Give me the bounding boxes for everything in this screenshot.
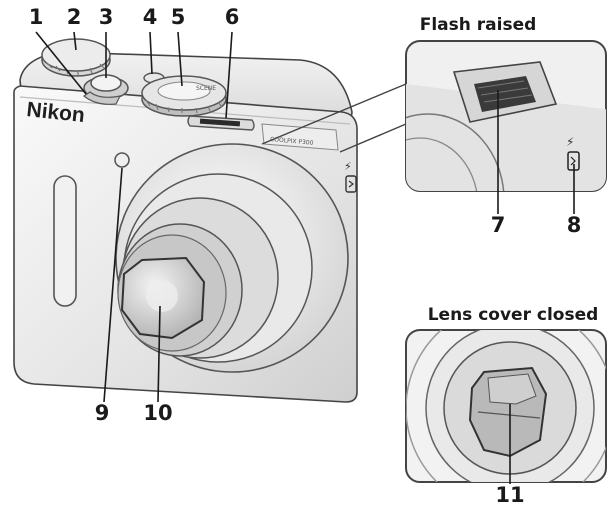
built-in-flash xyxy=(187,115,255,131)
inset-connector-lines xyxy=(261,83,407,153)
hand-grip xyxy=(53,175,77,307)
callout-9: 9 xyxy=(95,401,110,425)
af-assist-illuminator xyxy=(114,152,130,168)
callout-4: 4 xyxy=(143,5,158,29)
callout-8: 8 xyxy=(567,213,582,237)
mode-dial[interactable]: SCENE xyxy=(141,75,227,117)
callout-10: 10 xyxy=(143,401,172,425)
inset-title-lens-cover-closed: Lens cover closed xyxy=(428,305,599,325)
model-name: COOLPIX P300 xyxy=(270,136,314,147)
callout-6: 6 xyxy=(225,5,240,29)
inset-flash-raised: ⚡ xyxy=(405,40,607,192)
callout-3: 3 xyxy=(99,5,114,29)
callout-11: 11 xyxy=(495,483,524,507)
callout-numbers: 1 2 3 4 5 6 7 8 9 10 11 xyxy=(29,5,582,507)
callout-7: 7 xyxy=(491,213,506,237)
callout-leader-lines xyxy=(35,31,575,484)
inset-title-flash-raised: Flash raised xyxy=(420,15,537,35)
scene-mode-label: SCENE xyxy=(196,85,216,92)
zoom-control[interactable] xyxy=(82,91,122,105)
inset-lens-cover-closed xyxy=(405,329,607,483)
lens-assembly xyxy=(115,143,349,373)
callout-2: 2 xyxy=(67,5,82,29)
inset-flash-symbol-icon: ⚡ xyxy=(566,135,574,149)
callout-1: 1 xyxy=(29,5,44,29)
flash-pop-up-control-main[interactable] xyxy=(345,175,357,193)
flash-symbol-icon: ⚡ xyxy=(344,160,352,173)
model-plate: COOLPIX P300 xyxy=(261,123,339,151)
callout-5: 5 xyxy=(171,5,186,29)
